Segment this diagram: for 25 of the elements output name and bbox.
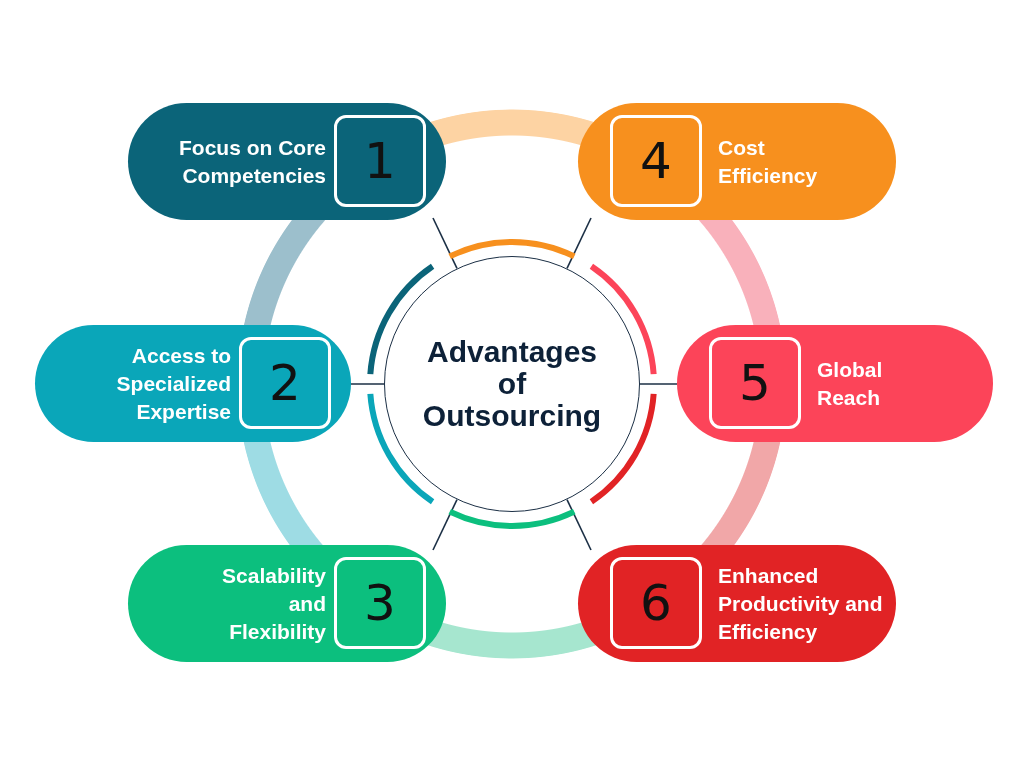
step-number: 2	[269, 354, 301, 412]
advantage-label: Global Reach	[817, 356, 884, 411]
number-box	[610, 557, 702, 649]
center-title: Advantages of Outsourcing	[421, 336, 603, 432]
connector-line	[432, 498, 458, 551]
step-number: 6	[640, 574, 672, 632]
connector-line	[566, 498, 592, 551]
connector-line	[639, 383, 678, 385]
advantage-label: Cost Efficiency	[718, 134, 819, 189]
number-box	[239, 337, 331, 429]
number-box	[610, 115, 702, 207]
advantage-label: Enhanced Productivity and Efficiency	[718, 562, 884, 645]
connector-line	[350, 383, 385, 385]
step-number: 5	[739, 354, 771, 412]
advantage-label: Scalability and Flexibility	[221, 562, 326, 645]
number-box	[334, 115, 426, 207]
number-box	[334, 557, 426, 649]
connector-line	[432, 217, 458, 270]
connector-line	[566, 217, 592, 270]
advantage-label: Access to Specialized Expertise	[115, 342, 231, 425]
number-box	[709, 337, 801, 429]
advantage-label: Focus on Core Competencies	[178, 134, 326, 189]
step-number: 3	[364, 574, 396, 632]
step-number: 4	[640, 132, 672, 190]
step-number: 1	[364, 132, 396, 190]
